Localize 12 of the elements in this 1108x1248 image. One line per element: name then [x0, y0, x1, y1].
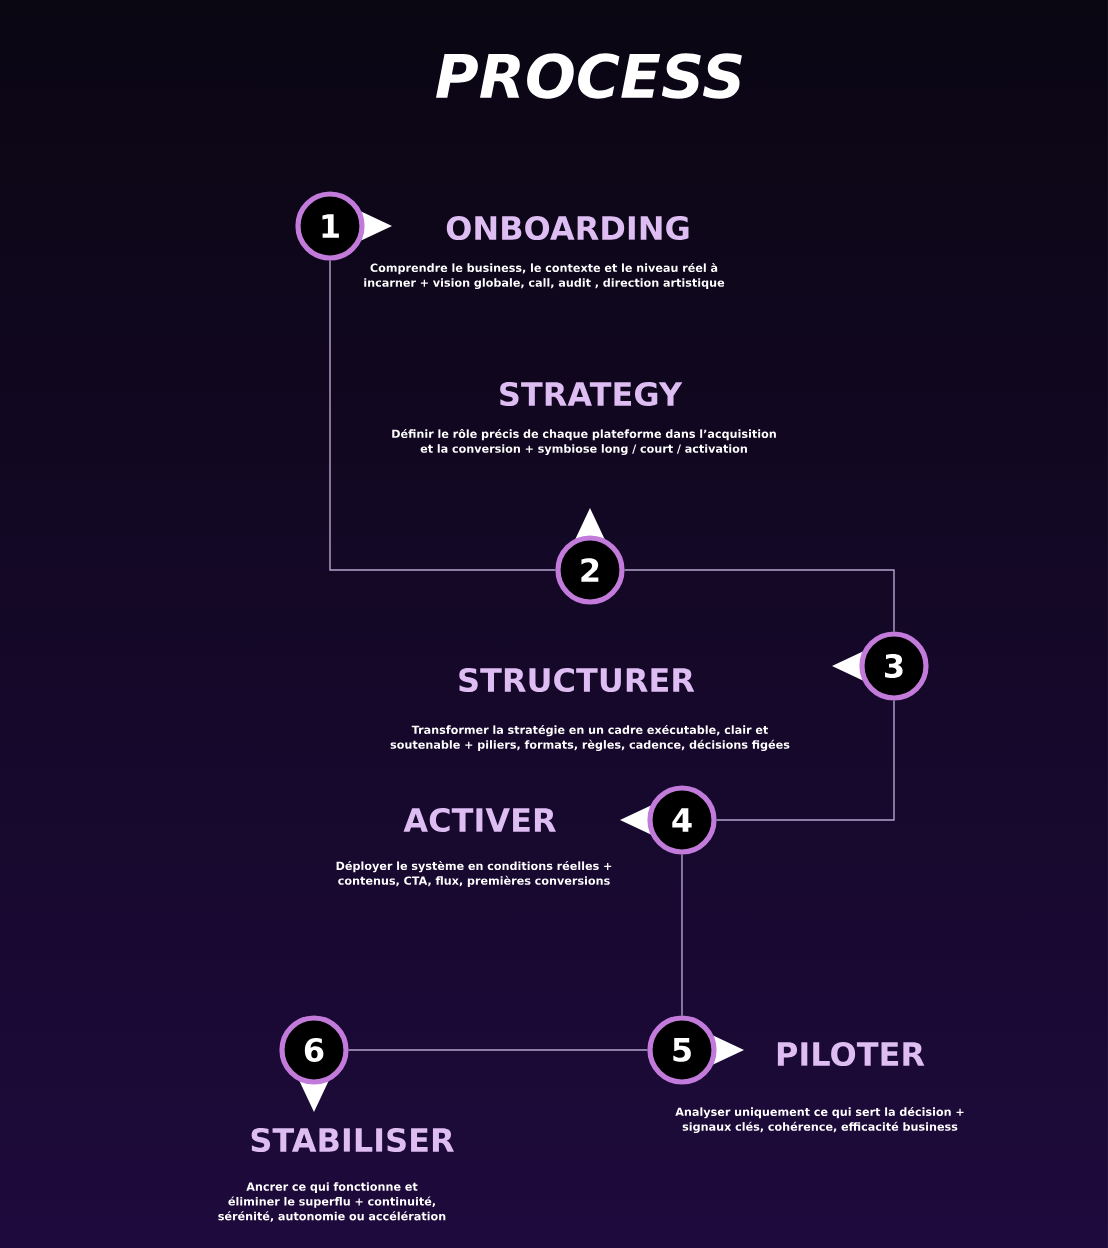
connector-line	[347, 1049, 649, 1051]
step-heading: STRUCTURER	[459, 667, 695, 693]
step-heading: STRATEGY	[500, 381, 683, 407]
step-heading: ACTIVER	[403, 807, 556, 833]
step-heading: PILOTER	[777, 1041, 925, 1067]
title: PROCESS	[436, 53, 742, 99]
step-heading: ONBOARDING	[446, 215, 689, 241]
connector-line	[329, 259, 557, 571]
connector-line	[623, 569, 895, 633]
connector-line	[681, 853, 683, 1017]
step-heading: STABILISER	[251, 1127, 454, 1153]
connector-line	[715, 699, 895, 821]
